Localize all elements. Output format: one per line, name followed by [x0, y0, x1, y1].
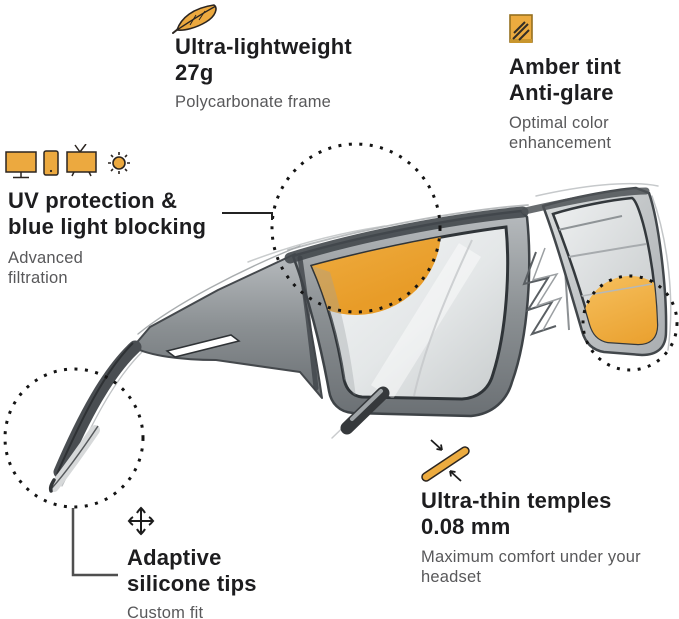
callout-thin-temples: Ultra-thin temples 0.08 mm Maximum comfo…: [421, 488, 641, 587]
temples-title-line2: 0.08 mm: [421, 514, 511, 539]
nose-pad: [340, 386, 390, 435]
amber-title-line1: Amber tint: [509, 54, 621, 79]
lightweight-title-line2: 27g: [175, 60, 214, 85]
tv-icon: [66, 144, 97, 177]
monitor-icon: [5, 151, 37, 179]
move-arrows-icon: [127, 506, 155, 536]
left-temple-arm: [48, 253, 323, 493]
temples-subtitle-line1: Maximum comfort under your: [421, 548, 641, 566]
amber-title-line2: Anti-glare: [509, 80, 614, 105]
uv-title-line2: blue light blocking: [8, 214, 207, 239]
thin-temple-icon: [421, 439, 470, 482]
callout-uv-protection: UV protection & blue light blocking Adva…: [8, 188, 206, 288]
devices-icons: [5, 144, 130, 179]
sun-icon: [108, 152, 130, 174]
sketch-echo-lines: [61, 182, 672, 487]
phone-icon: [43, 150, 59, 176]
highlight-circle-right-lens: [581, 274, 679, 372]
amber-swatch-icon: [509, 14, 533, 43]
callout-silicone-tips: Adaptive silicone tips Custom fit: [127, 545, 257, 619]
uv-subtitle-line2: filtration: [8, 269, 68, 287]
feather-icon: [172, 4, 217, 34]
amber-tint-region-right: [583, 276, 657, 344]
lightweight-title-line1: Ultra-lightweight: [175, 34, 352, 59]
tips-subtitle: Custom fit: [127, 604, 204, 619]
temple-vent-slot: [165, 334, 241, 358]
callout-lightweight: Ultra-lightweight 27g Polycarbonate fram…: [175, 34, 352, 112]
uv-title-line1: UV protection &: [8, 188, 178, 213]
tips-title-line2: silicone tips: [127, 571, 257, 596]
highlight-circle-left-lens: [270, 142, 442, 314]
connector-tip-to-text: [71, 508, 118, 577]
amber-subtitle-line2: enhancement: [509, 134, 612, 152]
callout-amber-tint: Amber tint Anti-glare Optimal color enha…: [509, 54, 621, 153]
connector-uv-to-lens: [222, 212, 273, 220]
lightweight-subtitle: Polycarbonate frame: [175, 93, 332, 111]
temples-title-line1: Ultra-thin temples: [421, 488, 612, 513]
temples-subtitle-line2: headset: [421, 568, 482, 586]
tips-title-line1: Adaptive: [127, 545, 222, 570]
right-lens: [541, 186, 668, 357]
browline: [284, 187, 650, 391]
uv-subtitle-line1: Advanced: [8, 249, 83, 267]
highlight-circle-temple-tip: [3, 367, 145, 509]
amber-subtitle-line1: Optimal color: [509, 114, 609, 132]
